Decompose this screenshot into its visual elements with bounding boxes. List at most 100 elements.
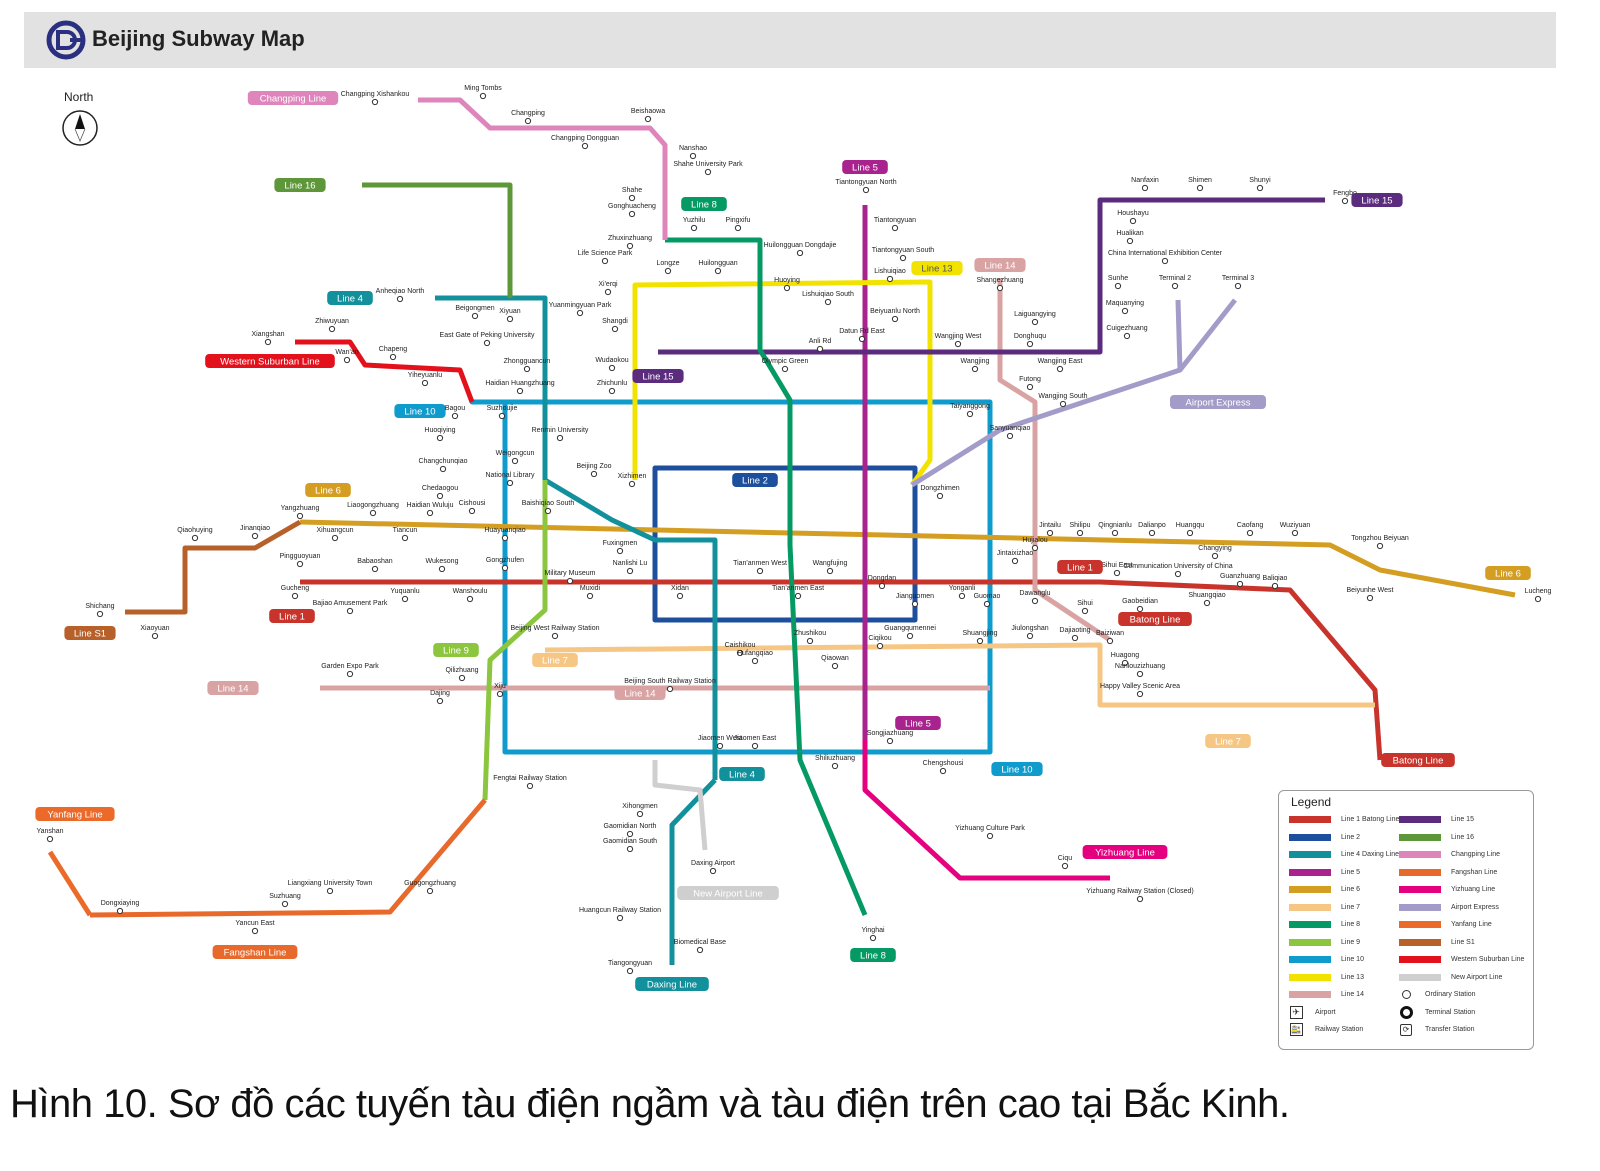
station-marker[interactable] [608, 364, 616, 372]
station[interactable]: Songjiazhuang [867, 730, 913, 745]
station-marker[interactable] [326, 887, 334, 895]
station[interactable]: Shangdi [602, 318, 628, 333]
station[interactable]: Houshayu [1117, 210, 1149, 225]
station[interactable]: Baishiqiao South [522, 500, 575, 515]
station[interactable]: Longze [657, 260, 680, 275]
station[interactable]: Gaobeidian [1122, 598, 1158, 613]
station-marker[interactable] [616, 914, 624, 922]
station[interactable]: Garden Expo Park [321, 663, 379, 678]
station[interactable]: Terminal 2 [1159, 275, 1191, 290]
station[interactable]: Dalianpo [1138, 522, 1166, 537]
station[interactable]: Shuangjing [962, 630, 998, 645]
station-marker[interactable] [664, 267, 672, 275]
station-marker[interactable] [1136, 895, 1144, 903]
station-marker[interactable] [939, 767, 947, 775]
station[interactable]: Hualikan [1116, 230, 1144, 245]
station[interactable]: Xiju [494, 683, 506, 698]
station[interactable]: Suzhuang [269, 893, 301, 908]
station[interactable]: Shuangqiao [1188, 592, 1226, 607]
line-s1[interactable] [125, 519, 302, 615]
station[interactable]: Wukesong [426, 558, 459, 573]
station[interactable]: Haidian Huangzhuang [485, 380, 555, 395]
station[interactable]: Lucheng [1525, 588, 1552, 603]
station[interactable]: Taiyanggong [950, 403, 990, 418]
station-marker[interactable] [1366, 594, 1374, 602]
station-marker[interactable] [151, 632, 159, 640]
station-marker[interactable] [46, 835, 54, 843]
station[interactable]: Nanlouzizhuang [1115, 663, 1165, 678]
station[interactable]: Shichang [85, 603, 115, 618]
station-marker[interactable] [954, 340, 962, 348]
station[interactable]: Muxidi [580, 585, 601, 600]
station[interactable]: Wangjing [961, 358, 990, 373]
station[interactable]: Yuquanlu [390, 588, 420, 603]
line-badge[interactable]: Western Suburban Line [205, 354, 335, 368]
station-marker[interactable] [869, 934, 877, 942]
station-marker[interactable] [438, 565, 446, 573]
station[interactable]: Wangjing West [935, 333, 982, 348]
station-marker[interactable] [511, 457, 519, 465]
station[interactable]: Wudaokou [595, 357, 629, 372]
station[interactable]: Caofang [1237, 522, 1264, 537]
station-marker[interactable] [696, 946, 704, 954]
station-marker[interactable] [644, 115, 652, 123]
line-badge[interactable]: Line 5 [895, 716, 941, 730]
station-marker[interactable] [1136, 670, 1144, 678]
station[interactable]: Gucheng [281, 585, 310, 600]
line-badge[interactable]: Line 1 [1057, 560, 1103, 574]
station-marker[interactable] [483, 339, 491, 347]
station-marker[interactable] [436, 492, 444, 500]
line-badge[interactable]: Line 4 [327, 291, 373, 305]
station-marker[interactable] [191, 534, 199, 542]
station[interactable]: Caishikou [725, 642, 756, 657]
station[interactable]: Yancun East [235, 920, 275, 935]
station-marker[interactable] [396, 295, 404, 303]
station[interactable]: Guanzhuang [1220, 573, 1260, 588]
station-marker[interactable] [1171, 282, 1179, 290]
station-marker[interactable] [296, 512, 304, 520]
station-marker[interactable] [551, 632, 559, 640]
station-marker[interactable] [1196, 184, 1204, 192]
station[interactable]: Datun Rd East [839, 328, 885, 343]
station[interactable]: Zhiwuyuan [315, 318, 349, 333]
station[interactable]: Lishuiqiao South [802, 291, 854, 306]
station-marker[interactable] [826, 567, 834, 575]
line-badge[interactable]: Line 8 [850, 948, 896, 962]
station[interactable]: Xiangshan [251, 331, 285, 346]
station-marker[interactable] [590, 470, 598, 478]
station-marker[interactable] [886, 275, 894, 283]
station-marker[interactable] [736, 649, 744, 657]
station-marker[interactable] [1026, 632, 1034, 640]
line-line9[interactable] [482, 480, 548, 801]
line-airport[interactable] [910, 299, 1183, 488]
station-marker[interactable] [544, 507, 552, 515]
station[interactable]: Huilongguan Dongdajie [764, 242, 837, 257]
station[interactable]: Tongzhou Beiyuan [1351, 535, 1409, 550]
station[interactable]: Changping Dongguan [551, 135, 619, 150]
line-line7[interactable] [544, 642, 1375, 708]
station[interactable]: Qiaohuying [177, 527, 213, 542]
station[interactable]: Shahe University Park [673, 161, 743, 176]
station-marker[interactable] [704, 168, 712, 176]
station[interactable]: Guogongzhuang [404, 880, 456, 895]
station-marker[interactable] [436, 434, 444, 442]
station-marker[interactable] [501, 534, 509, 542]
line-badge[interactable]: Yizhuang Line [1082, 845, 1168, 859]
station[interactable]: Weigongcun [496, 450, 535, 465]
station[interactable]: Bajiao Amusement Park [313, 600, 388, 615]
station-marker[interactable] [936, 492, 944, 500]
station[interactable]: Suzhoujie [487, 405, 518, 420]
station[interactable]: Ciqikou [868, 635, 892, 650]
station-marker[interactable] [501, 564, 509, 572]
station-marker[interactable] [496, 690, 504, 698]
station[interactable]: Wan'an [335, 349, 359, 364]
station[interactable]: Beiyuanlu North [870, 308, 920, 323]
station-marker[interactable] [831, 662, 839, 670]
station-marker[interactable] [1026, 383, 1034, 391]
station[interactable]: Nanfaxin [1131, 177, 1159, 192]
station-marker[interactable] [1011, 557, 1019, 565]
station-marker[interactable] [1341, 197, 1349, 205]
station-marker[interactable] [466, 595, 474, 603]
station[interactable]: Beishaowa [631, 108, 665, 123]
station-marker[interactable] [296, 560, 304, 568]
